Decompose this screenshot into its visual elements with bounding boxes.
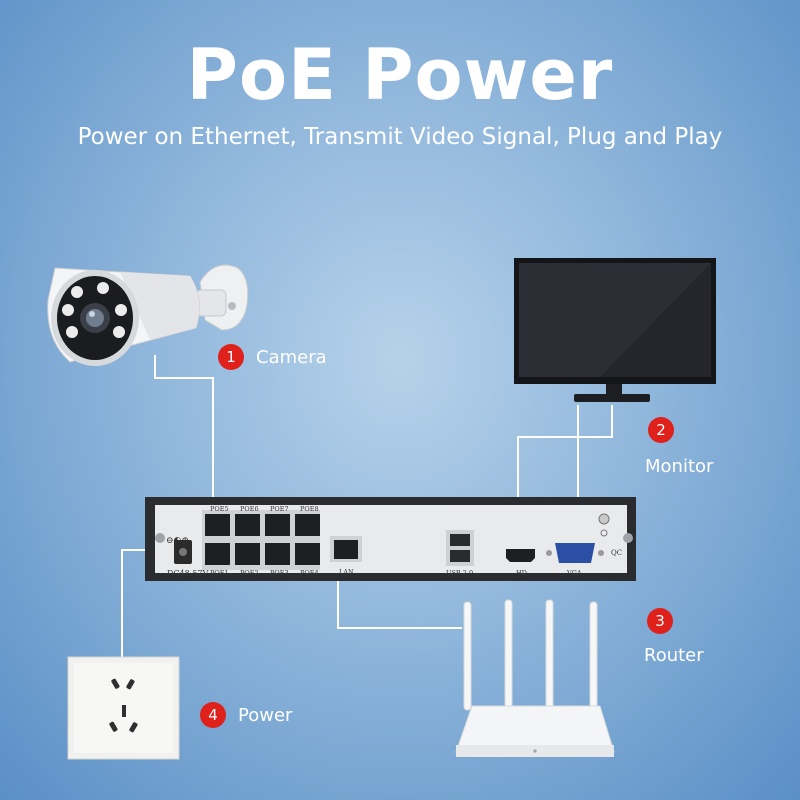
vga-label: VGA bbox=[566, 569, 582, 577]
lan-port-icon: LAN bbox=[330, 536, 362, 576]
camera-number-badge: 1 bbox=[218, 344, 244, 370]
router-number-badge: 3 bbox=[647, 608, 673, 634]
camera-label: Camera bbox=[256, 346, 327, 368]
wifi-router-icon bbox=[455, 599, 615, 757]
hd-label: HD bbox=[516, 569, 527, 577]
poe-label-bottom: POE2 bbox=[240, 569, 259, 577]
monitor-hdmi-wire bbox=[517, 405, 613, 549]
bullet-camera-icon bbox=[47, 264, 249, 366]
dc-input-label: DC48-57V bbox=[167, 569, 209, 578]
router-wire bbox=[337, 568, 462, 629]
power-number-badge: 4 bbox=[200, 702, 226, 728]
power-label: Power bbox=[238, 704, 293, 726]
hdmi-port-icon: HD bbox=[506, 549, 535, 577]
monitor-label: Monitor bbox=[645, 456, 714, 477]
poe-label-bottom: POE1 bbox=[210, 569, 229, 577]
poe-label-top: POE5 bbox=[210, 505, 229, 513]
monitor-icon bbox=[514, 258, 716, 402]
vga-port-icon: VGA bbox=[546, 543, 604, 577]
router-label: Router bbox=[644, 645, 704, 666]
page-title: PoE Power bbox=[186, 34, 614, 116]
camera-wire bbox=[154, 355, 214, 510]
poe-label-top: POE6 bbox=[240, 505, 259, 513]
nvr-rear-panel: ⊖◐⊕ DC48-57V POE5 POE6 POE7 POE8 POE1 PO… bbox=[145, 497, 636, 581]
poe-label-bottom: POE4 bbox=[300, 569, 319, 577]
qc-label: QC bbox=[611, 549, 622, 557]
camera-callout: 1 Camera bbox=[218, 344, 327, 370]
lan-label: LAN bbox=[339, 568, 354, 576]
poe-label-bottom: POE3 bbox=[270, 569, 289, 577]
usb-label: USB 2.0 bbox=[446, 569, 473, 577]
usb-port-icon: USB 2.0 bbox=[446, 530, 474, 577]
poe-port-grid bbox=[205, 514, 320, 565]
poe-label-top: POE7 bbox=[270, 505, 289, 513]
monitor-number-badge: 2 bbox=[648, 417, 674, 443]
wall-socket-icon bbox=[67, 656, 180, 760]
poe-label-top: POE8 bbox=[300, 505, 319, 513]
power-callout: 4 Power bbox=[200, 702, 292, 728]
page-subtitle: Power on Ethernet, Transmit Video Signal… bbox=[77, 124, 723, 150]
